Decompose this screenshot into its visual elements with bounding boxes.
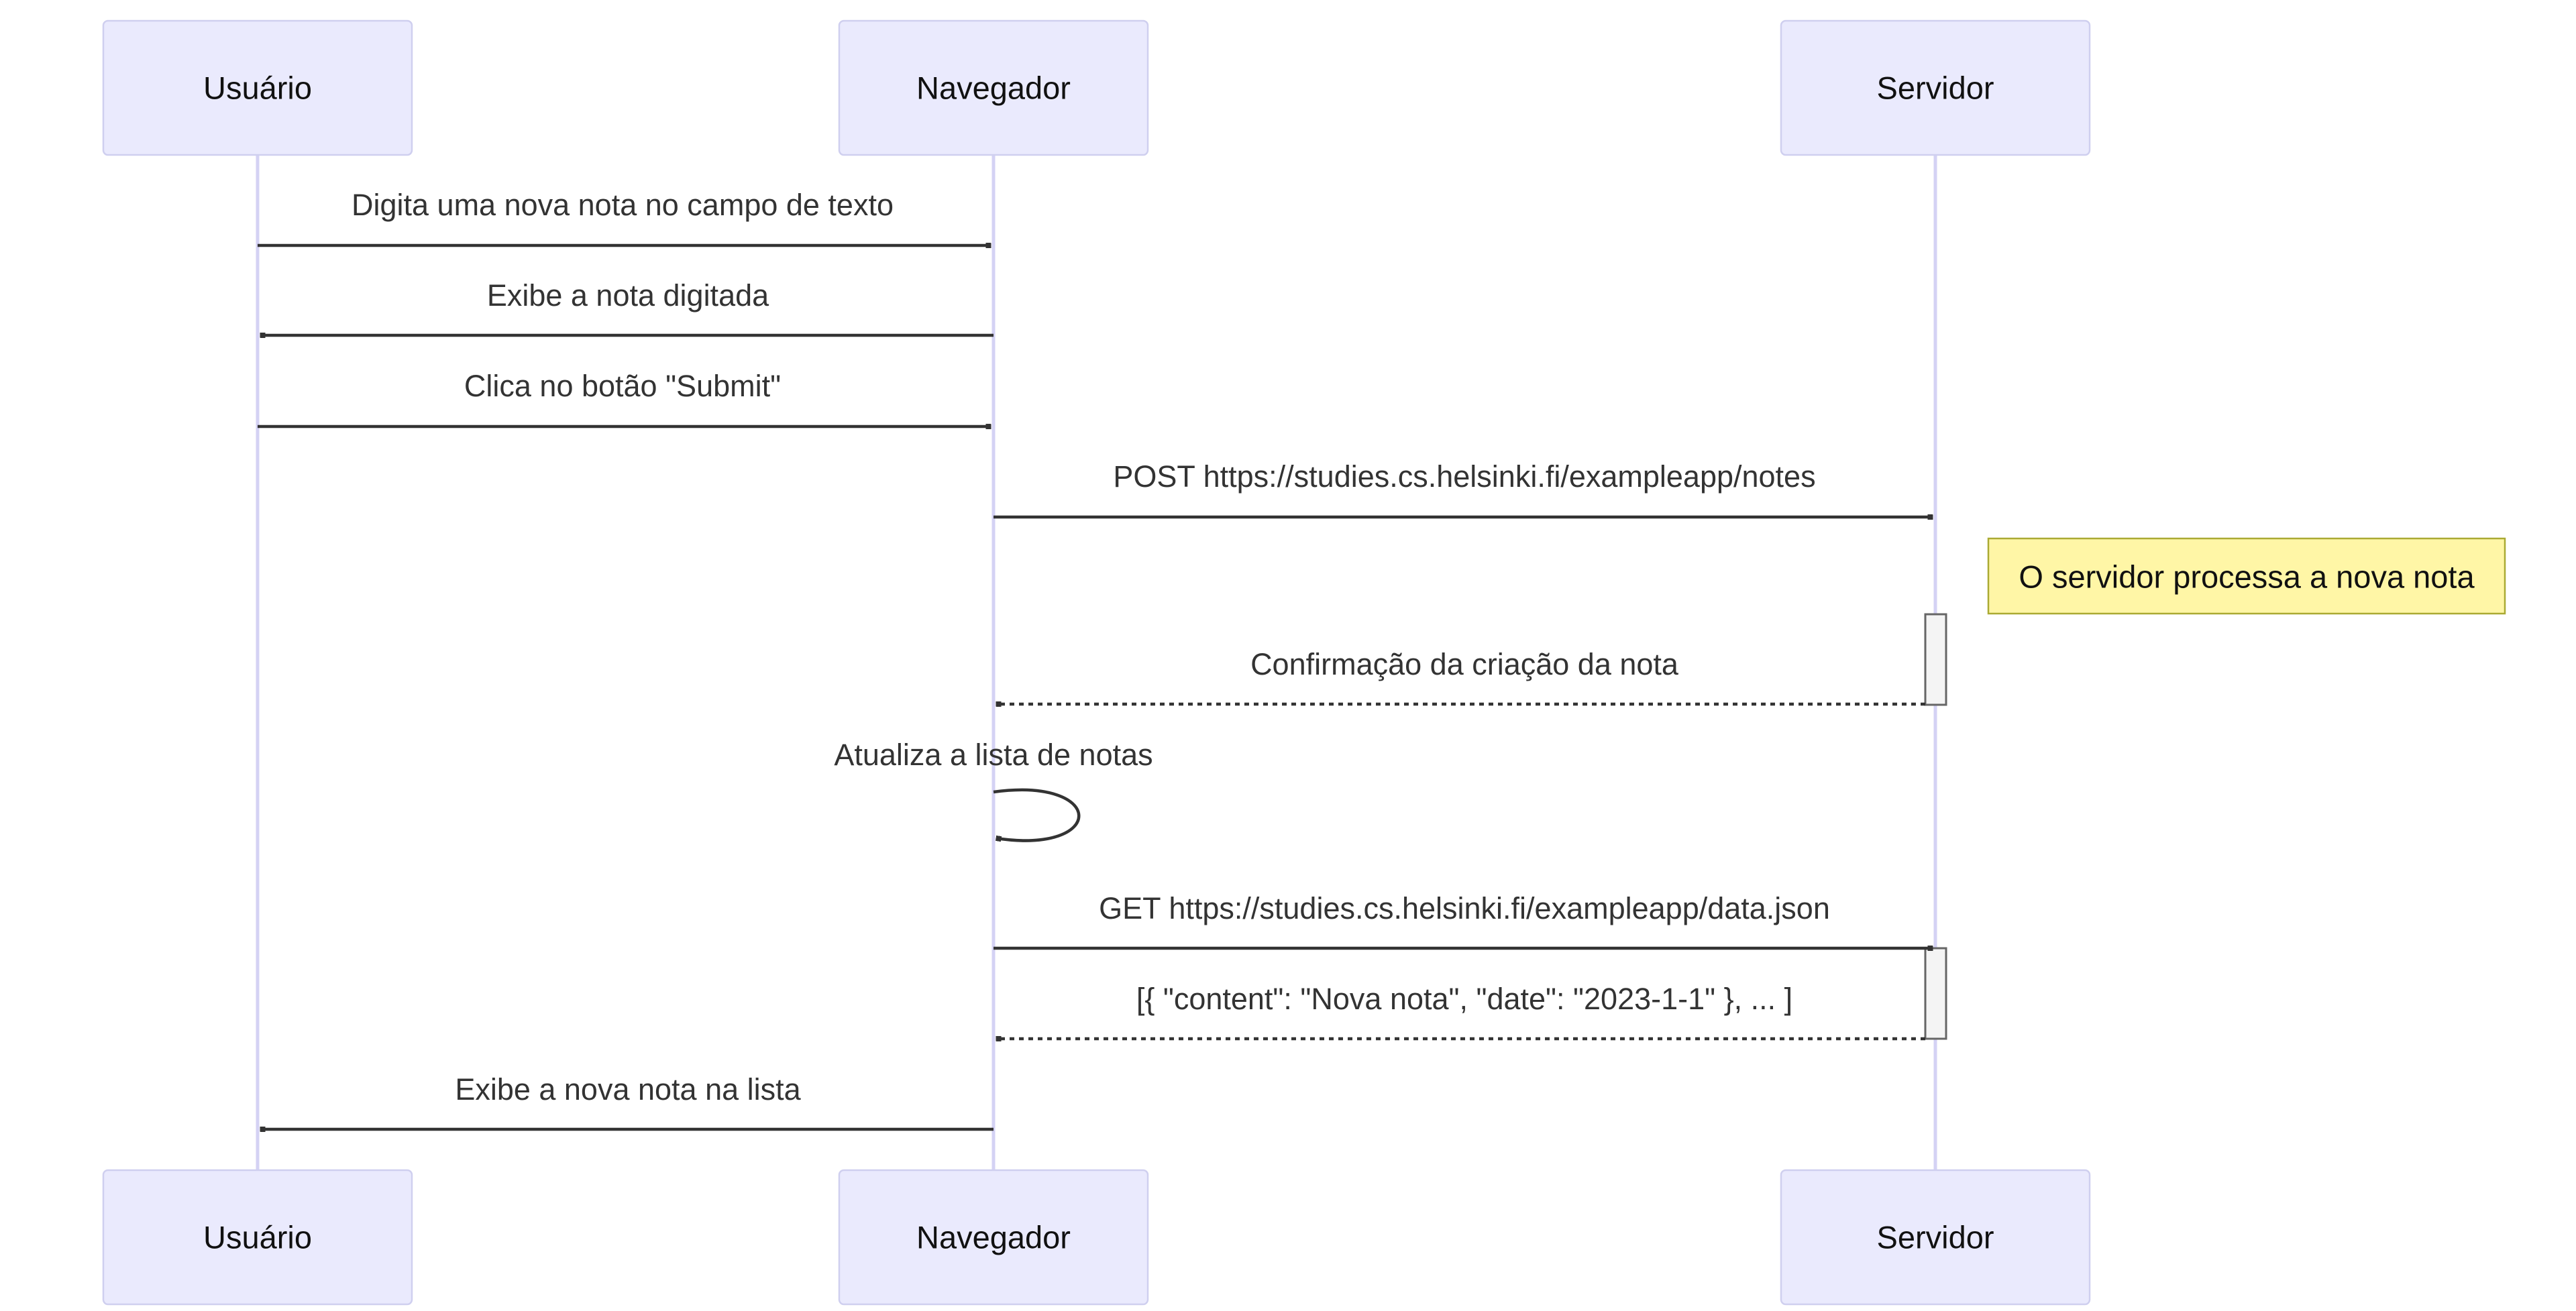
actor-usuario-label: Usuário: [203, 1220, 312, 1255]
message-2: Exibe a nota digitada: [260, 278, 994, 335]
message-3-label: Clica no botão "Submit": [464, 369, 781, 403]
actor-navegador-label: Navegador: [916, 1220, 1071, 1255]
note-text: O servidor processa a nova nota: [2019, 559, 2475, 595]
message-5-label: Confirmação da criação da nota: [1250, 647, 1679, 681]
activation-servidor-2: [1924, 947, 1947, 1040]
actor-usuario-label: Usuário: [203, 70, 312, 106]
message-9: Exibe a nova nota na lista: [260, 1072, 994, 1129]
message-8: [{ "content": "Nova nota", "date": "2023…: [996, 982, 1925, 1039]
message-6: Atualiza a lista de notas: [834, 738, 1153, 842]
actor-usuario-bottom: Usuário: [102, 1169, 413, 1306]
message-2-label: Exibe a nota digitada: [487, 278, 769, 312]
actor-servidor-bottom: Servidor: [1780, 1169, 2091, 1306]
message-3: Clica no botão "Submit": [258, 369, 991, 426]
activation-servidor-1: [1924, 613, 1947, 706]
message-1: Digita uma nova nota no campo de texto: [258, 188, 991, 245]
message-7-label: GET https://studies.cs.helsinki.fi/examp…: [1099, 891, 1830, 925]
actor-servidor-label: Servidor: [1876, 70, 1994, 106]
actor-navegador-bottom: Navegador: [838, 1169, 1149, 1306]
actor-servidor-top: Servidor: [1780, 19, 2091, 156]
message-8-label: [{ "content": "Nova nota", "date": "2023…: [1136, 982, 1792, 1016]
note: O servidor processa a nova nota: [1987, 537, 2506, 615]
message-6-label: Atualiza a lista de notas: [834, 738, 1152, 772]
actor-usuario-top: Usuário: [102, 19, 413, 156]
message-4-label: POST https://studies.cs.helsinki.fi/exam…: [1113, 459, 1815, 494]
message-9-label: Exibe a nova nota na lista: [455, 1072, 801, 1106]
actor-navegador-top: Navegador: [838, 19, 1149, 156]
message-1-label: Digita uma nova nota no campo de texto: [352, 188, 894, 222]
message-5: Confirmação da criação da nota: [996, 647, 1925, 704]
message-4: POST https://studies.cs.helsinki.fi/exam…: [994, 459, 1933, 517]
actor-servidor-label: Servidor: [1876, 1220, 1994, 1255]
actor-navegador-label: Navegador: [916, 70, 1071, 106]
note-box: [1987, 537, 2506, 615]
message-7: GET https://studies.cs.helsinki.fi/examp…: [994, 891, 1933, 948]
message-6-arrow: [993, 788, 1081, 842]
